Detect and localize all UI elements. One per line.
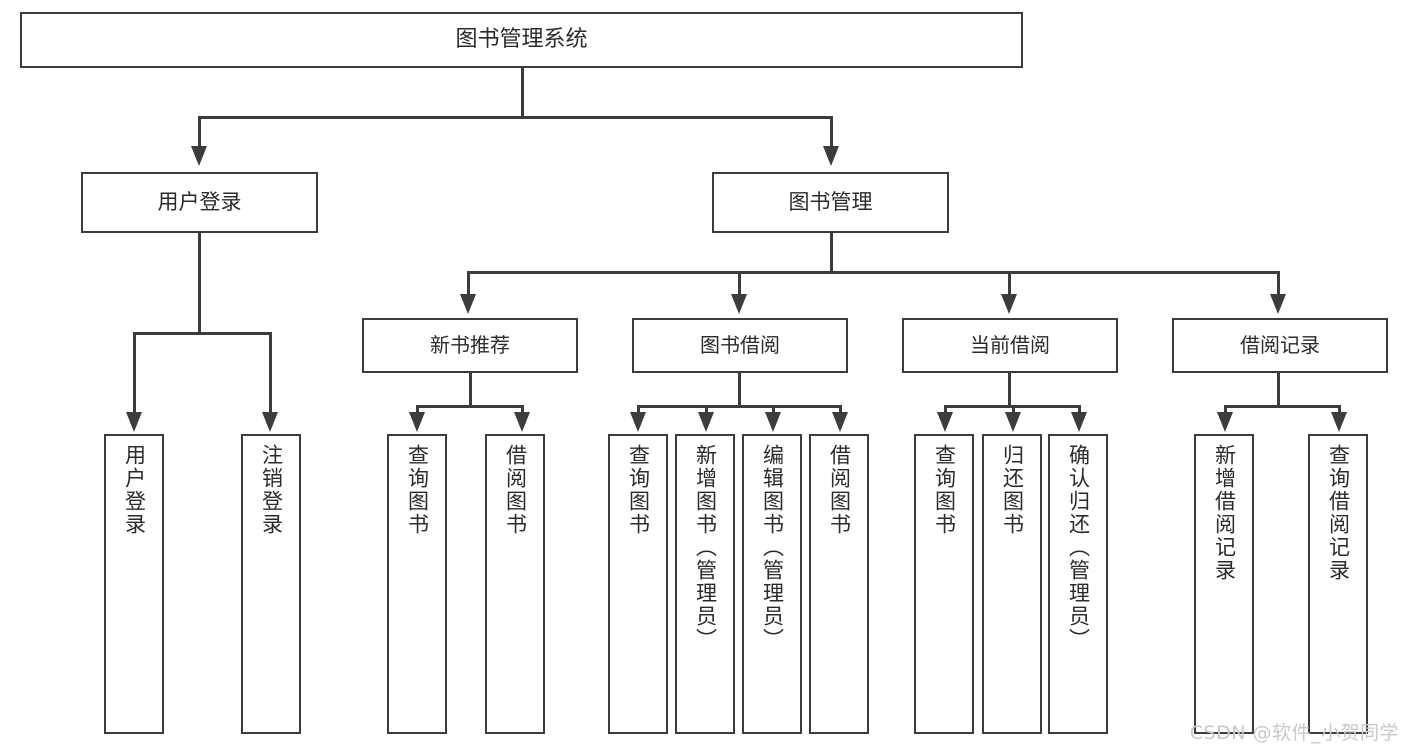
connector-root-bar: [198, 116, 832, 119]
connector-user-login-drop-2: [269, 332, 272, 414]
node-book-management[interactable]: 图书管理: [712, 172, 949, 233]
node-leaf-return-book[interactable]: 归还图书: [982, 434, 1042, 734]
connector-book-management-bar: [467, 271, 1279, 274]
connector-bm-drop-4: [1277, 271, 1280, 296]
arrow-to-leaf-query-book-3: [937, 412, 953, 432]
connector-bb-drop-2: [705, 405, 708, 417]
node-label: 借阅图书: [827, 444, 852, 536]
node-label: 编辑图书（管理员）: [760, 444, 785, 651]
connector-bb-stem: [738, 373, 741, 407]
arrow-to-leaf-query-book-2: [630, 412, 646, 432]
node-label: 查询借阅记录: [1326, 444, 1351, 582]
connector-user-login-drop-1: [133, 332, 136, 414]
node-label: 新增图书（管理员）: [693, 444, 718, 651]
node-label: 新增借阅记录: [1212, 444, 1237, 582]
node-label: 查询图书: [626, 444, 651, 536]
connector-cb-drop-1: [944, 405, 947, 417]
node-label: 用户登录: [157, 190, 242, 215]
node-new-book-recommend[interactable]: 新书推荐: [362, 318, 578, 373]
arrow-root-to-user-login: [191, 146, 207, 166]
connector-bm-drop-1: [467, 271, 470, 296]
node-leaf-borrow-book-1[interactable]: 借阅图书: [485, 434, 545, 734]
node-label: 确认归还（管理员）: [1066, 444, 1091, 651]
node-label: 借阅记录: [1240, 333, 1320, 357]
arrow-to-borrow-record: [1270, 294, 1286, 314]
node-label: 用户登录: [122, 444, 147, 536]
arrow-to-leaf-borrow-book-1: [514, 412, 530, 432]
node-label: 归还图书: [1000, 444, 1025, 536]
arrow-to-leaf-query-record: [1331, 412, 1347, 432]
connector-nbr-stem: [469, 373, 472, 407]
arrow-to-leaf-user-login: [126, 412, 142, 432]
connector-br-drop-1: [1224, 405, 1227, 417]
arrow-to-leaf-add-record: [1217, 412, 1233, 432]
connector-bb-drop-1: [637, 405, 640, 417]
connector-cb-drop-3: [1078, 405, 1081, 417]
arrow-to-book-borrow: [731, 294, 747, 314]
connector-user-login-bar: [133, 332, 271, 335]
node-leaf-borrow-book-2[interactable]: 借阅图书: [809, 434, 869, 734]
arrow-to-leaf-borrow-book-2: [832, 412, 848, 432]
node-label: 注销登录: [259, 444, 284, 536]
node-leaf-add-book[interactable]: 新增图书（管理员）: [675, 434, 735, 734]
connector-root-to-book-management: [830, 116, 833, 146]
node-label: 查询图书: [932, 444, 957, 536]
arrow-to-leaf-query-book-1: [409, 412, 425, 432]
connector-nbr-bar: [416, 405, 524, 408]
node-label: 查询图书: [405, 444, 430, 536]
connector-user-login-stem: [198, 233, 201, 334]
node-leaf-query-book-3[interactable]: 查询图书: [914, 434, 974, 734]
connector-cb-stem: [1008, 373, 1011, 407]
node-label: 图书管理: [788, 190, 873, 215]
node-book-borrow[interactable]: 图书借阅: [632, 318, 848, 373]
connector-root-to-user-login: [198, 116, 201, 146]
connector-bb-drop-3: [772, 405, 775, 417]
connector-bm-drop-3: [1008, 271, 1011, 296]
arrow-to-current-borrow: [1001, 294, 1017, 314]
connector-bm-drop-2: [738, 271, 741, 296]
node-root-system[interactable]: 图书管理系统: [20, 12, 1023, 68]
node-leaf-add-record[interactable]: 新增借阅记录: [1194, 434, 1254, 734]
connector-nbr-drop-1: [416, 405, 419, 417]
connector-book-management-stem: [830, 233, 833, 273]
node-label: 借阅图书: [503, 444, 528, 536]
connector-br-bar: [1224, 405, 1340, 408]
node-label: 图书借阅: [700, 333, 780, 357]
node-leaf-confirm-return[interactable]: 确认归还（管理员）: [1048, 434, 1108, 734]
node-current-borrow[interactable]: 当前借阅: [902, 318, 1118, 373]
connector-nbr-drop-2: [521, 405, 524, 417]
arrow-root-to-book-management: [823, 146, 839, 166]
connector-cb-drop-2: [1012, 405, 1015, 417]
node-leaf-user-login[interactable]: 用户登录: [104, 434, 164, 734]
arrow-to-leaf-edit-book: [765, 412, 781, 432]
arrow-to-leaf-return-book: [1005, 412, 1021, 432]
node-leaf-logout-login[interactable]: 注销登录: [241, 434, 301, 734]
node-leaf-query-book-1[interactable]: 查询图书: [387, 434, 447, 734]
node-label: 当前借阅: [970, 333, 1050, 357]
node-leaf-query-record[interactable]: 查询借阅记录: [1308, 434, 1368, 734]
connector-br-drop-2: [1338, 405, 1341, 417]
csdn-watermark: CSDN @软件_小贺同学: [1189, 722, 1399, 744]
node-leaf-query-book-2[interactable]: 查询图书: [608, 434, 668, 734]
arrow-to-leaf-add-book: [698, 412, 714, 432]
arrow-to-leaf-logout-login: [262, 412, 278, 432]
node-leaf-edit-book[interactable]: 编辑图书（管理员）: [742, 434, 802, 734]
connector-bb-bar: [637, 405, 841, 408]
connector-bb-drop-4: [839, 405, 842, 417]
node-label: 图书管理系统: [455, 27, 588, 53]
connector-root-stem: [521, 68, 524, 118]
arrow-to-new-book-recommend: [460, 294, 476, 314]
node-user-login[interactable]: 用户登录: [81, 172, 318, 233]
node-borrow-record[interactable]: 借阅记录: [1172, 318, 1388, 373]
arrow-to-leaf-confirm-return: [1071, 412, 1087, 432]
node-label: 新书推荐: [430, 333, 510, 357]
connector-br-stem: [1277, 373, 1280, 407]
